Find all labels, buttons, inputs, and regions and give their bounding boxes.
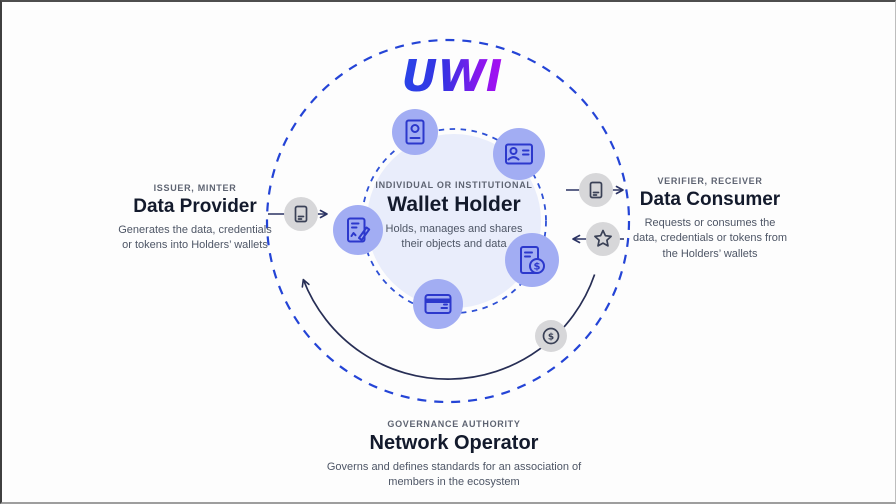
wallet-holder-block: INDIVIDUAL OR INSTITUTIONAL Wallet Holde… (359, 180, 549, 253)
uwi-logo: UWI (402, 51, 503, 102)
data-consumer-block: VERIFIER, RECEIVER Data Consumer Request… (612, 176, 808, 262)
data-consumer-eyebrow: VERIFIER, RECEIVER (657, 176, 763, 186)
wallet-holder-description: Holds, manages and shares their objects … (359, 222, 549, 253)
wallet-object-invoice: $ (505, 233, 559, 287)
credit-card-icon (424, 294, 452, 314)
svg-text:$: $ (534, 262, 541, 273)
star-icon (594, 229, 612, 247)
wallet-holder-eyebrow: INDIVIDUAL OR INSTITUTIONAL (375, 180, 533, 190)
coin-dollar-icon: $ (542, 327, 560, 345)
wallet-object-id-card (493, 128, 545, 180)
id-card-icon (505, 143, 533, 165)
provider-flow-badge (284, 197, 318, 231)
description-line: Requests or consumes the (644, 217, 776, 229)
description-line: the Holders’ wallets (662, 247, 758, 260)
data-provider-description: Generates the data, credentials or token… (100, 223, 290, 254)
description-line: or tokens into Holders’ wallets (122, 239, 268, 252)
receipt-icon (294, 205, 308, 223)
data-consumer-title: Data Consumer (639, 189, 781, 210)
consumer-request-badge (579, 173, 613, 207)
description-line: Governs and defines standards for an ass… (326, 461, 582, 473)
wallet-holder-disc (367, 134, 541, 308)
description-line: data, credentials or tokens from (632, 232, 788, 245)
passport-icon (405, 119, 425, 145)
wallet-object-passport (392, 109, 438, 155)
wallet-object-credit-card (413, 279, 463, 329)
payment-badge: $ (535, 320, 567, 352)
outer-dashed-ring (265, 38, 631, 404)
description-line: their objects and data (401, 238, 507, 251)
data-provider-block: ISSUER, MINTER Data Provider Generates t… (100, 183, 290, 254)
description-line: members in the ecosystem (388, 476, 520, 489)
receipt-icon (589, 181, 603, 199)
document-sign-icon (347, 217, 371, 243)
data-provider-eyebrow: ISSUER, MINTER (153, 183, 237, 193)
invoice-dollar-icon: $ (520, 246, 545, 274)
network-operator-description: Governs and defines standards for an ass… (308, 460, 600, 491)
consumer-rating-badge (586, 222, 620, 256)
network-operator-title: Network Operator (369, 432, 539, 454)
data-provider-title: Data Provider (133, 196, 257, 217)
network-operator-block: GOVERNANCE AUTHORITY Network Operator Go… (308, 419, 600, 491)
network-operator-eyebrow: GOVERNANCE AUTHORITY (387, 419, 521, 429)
wallet-holder-title: Wallet Holder (387, 193, 521, 216)
governance-flow-arrow (301, 274, 596, 380)
description-line: Generates the data, credentials (118, 224, 272, 236)
data-consumer-description: Requests or consumes the data, credentia… (612, 216, 808, 262)
description-line: Holds, manages and shares (385, 223, 523, 235)
wallet-object-document-sign (333, 205, 383, 255)
svg-text:$: $ (548, 332, 554, 342)
